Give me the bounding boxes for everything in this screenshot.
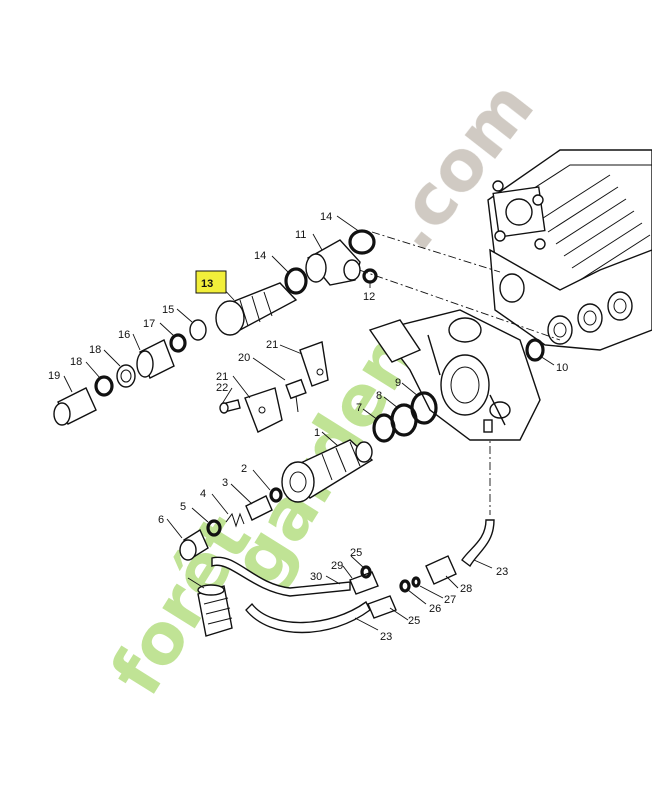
callout-6: 6 <box>158 514 164 526</box>
part-25-oring-lower <box>399 579 411 593</box>
part-21-bracket-upper <box>299 341 329 387</box>
part-1-injector <box>281 439 374 503</box>
part-11-elbow <box>305 239 361 286</box>
callout-23-right: 23 <box>496 566 508 578</box>
part-22-screw <box>219 399 241 414</box>
callout-18-upper: 18 <box>89 344 101 356</box>
callout-12: 12 <box>363 291 375 303</box>
callout-labels: 14 11 14 13 12 15 17 16 18 18 19 21 20 2… <box>48 211 568 643</box>
part-29-hose <box>211 556 351 597</box>
part-16-coupling <box>136 339 175 379</box>
part-18-ring <box>116 364 136 388</box>
part-3-nozzle <box>245 495 273 521</box>
part-27-valve <box>425 555 457 585</box>
part-5-oring <box>206 519 222 537</box>
part-2-oring <box>269 487 283 503</box>
callout-27: 28 <box>460 583 472 595</box>
part-9-oring <box>410 391 438 425</box>
callout-29: 30 <box>310 571 322 583</box>
part-25-oring-upper <box>360 565 372 579</box>
part-15-filter <box>189 319 207 341</box>
callout-14-top: 14 <box>320 211 332 223</box>
part-23-hose-lower <box>245 600 371 634</box>
callout-25-upper: 25 <box>350 547 362 559</box>
leader-lines <box>63 215 555 631</box>
callout-21-lower: 21 <box>216 371 228 383</box>
part-24-connector <box>367 595 397 619</box>
callout-16: 16 <box>118 329 130 341</box>
callout-24: 25 <box>408 615 420 627</box>
callout-2: 2 <box>241 463 247 475</box>
callout-17: 17 <box>143 318 155 330</box>
part-19-hose-connector <box>53 387 97 426</box>
part-12-oring <box>362 268 378 284</box>
callout-5: 5 <box>180 501 186 513</box>
callout-25-lower: 26 <box>429 603 441 615</box>
callout-14: 14 <box>254 250 266 262</box>
callout-3: 3 <box>222 477 228 489</box>
part-14-oring-lower <box>284 267 308 295</box>
pump-housing <box>487 149 652 351</box>
part-30-filter <box>197 584 233 637</box>
part-18-oring <box>94 375 114 397</box>
callout-15: 15 <box>162 304 174 316</box>
part-20-switch <box>285 378 307 413</box>
callout-19: 19 <box>48 370 60 382</box>
callout-13[interactable]: 13 <box>201 278 213 290</box>
callout-23-lower: 23 <box>380 631 392 643</box>
part-26-oring <box>411 576 421 588</box>
callout-18-lower: 18 <box>70 356 82 368</box>
callout-28: 29 <box>331 560 343 572</box>
callout-20: 20 <box>238 352 250 364</box>
part-4-spring <box>225 512 245 528</box>
callout-22: 22 <box>216 382 228 394</box>
part-14-oring-upper <box>348 229 376 255</box>
callout-4: 4 <box>200 488 206 500</box>
part-13-fitting <box>215 282 298 336</box>
part-23-hose-right <box>461 519 495 568</box>
callout-1: 1 <box>314 427 320 439</box>
part-21-bracket-lower <box>244 387 283 433</box>
callout-26: 27 <box>444 594 456 606</box>
part-28-connector <box>349 571 379 595</box>
callout-7: 7 <box>356 402 362 414</box>
highlight-box-13 <box>195 270 227 294</box>
part-10-oring <box>525 338 545 362</box>
callout-10: 10 <box>556 362 568 374</box>
callout-8: 8 <box>376 390 382 402</box>
part-17-oring <box>169 333 187 353</box>
callout-21-upper: 21 <box>266 339 278 351</box>
callout-11: 11 <box>295 229 306 241</box>
part-6-plug <box>179 528 209 561</box>
assembly-lines <box>344 231 561 515</box>
callout-9: 9 <box>395 377 401 389</box>
valve-manifold <box>368 309 541 441</box>
